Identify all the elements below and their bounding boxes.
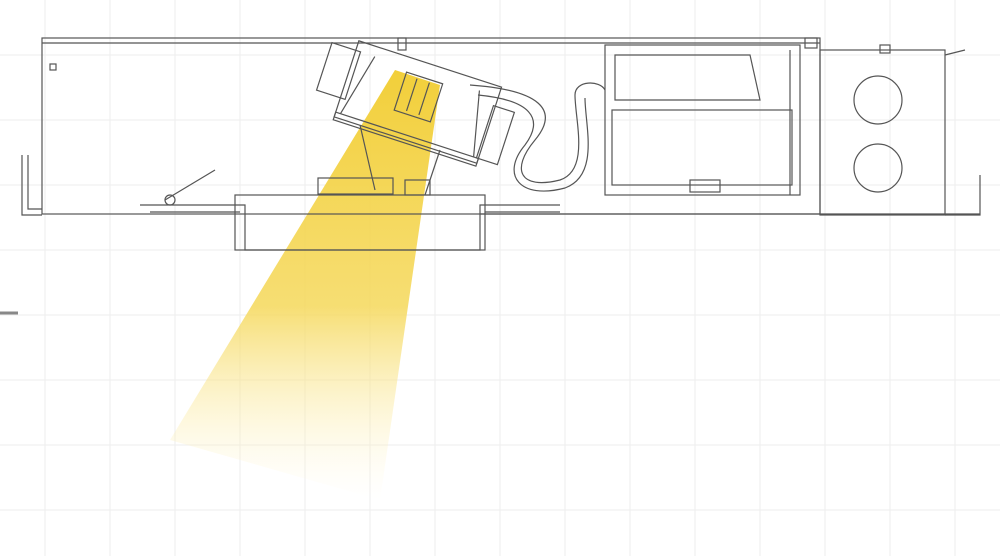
driver-box xyxy=(604,44,801,196)
mount-post xyxy=(397,37,407,51)
lamp-head xyxy=(315,40,516,167)
flex-conduit xyxy=(469,82,606,184)
ceiling-trim xyxy=(140,169,560,251)
lamp-support xyxy=(317,124,441,196)
junction-box xyxy=(804,37,981,216)
